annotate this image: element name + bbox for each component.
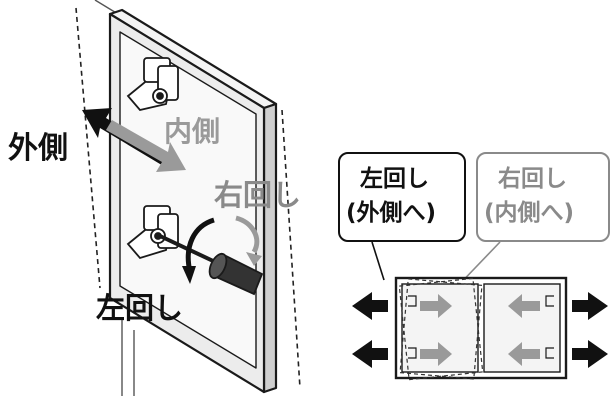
door-panel [108,8,278,394]
cabinet-guide-lines [75,7,301,389]
label-inner: 内側 [164,115,221,148]
callout-left-rotation-title: 左回し [360,166,429,192]
callout-right-rotation-direction: (内側へ) [484,200,575,226]
callout-left-rotation-direction: (外側へ) [346,200,437,226]
callout-right-rotation: 右回し (内側へ) [476,152,610,242]
outer-inner-arrows [82,108,186,172]
label-left-rotation: 左回し [96,291,184,325]
label-right-rotation: 右回し [214,178,302,212]
label-outer: 外側 [8,131,68,166]
screwdriver [159,234,264,296]
callout-right-rotation-title: 右回し [498,166,567,192]
top-view-diagram [352,276,608,381]
rotation-arrows [182,215,262,284]
callout-left-rotation: 左回し (外側へ) [338,152,466,242]
upper-hinge [126,57,179,111]
